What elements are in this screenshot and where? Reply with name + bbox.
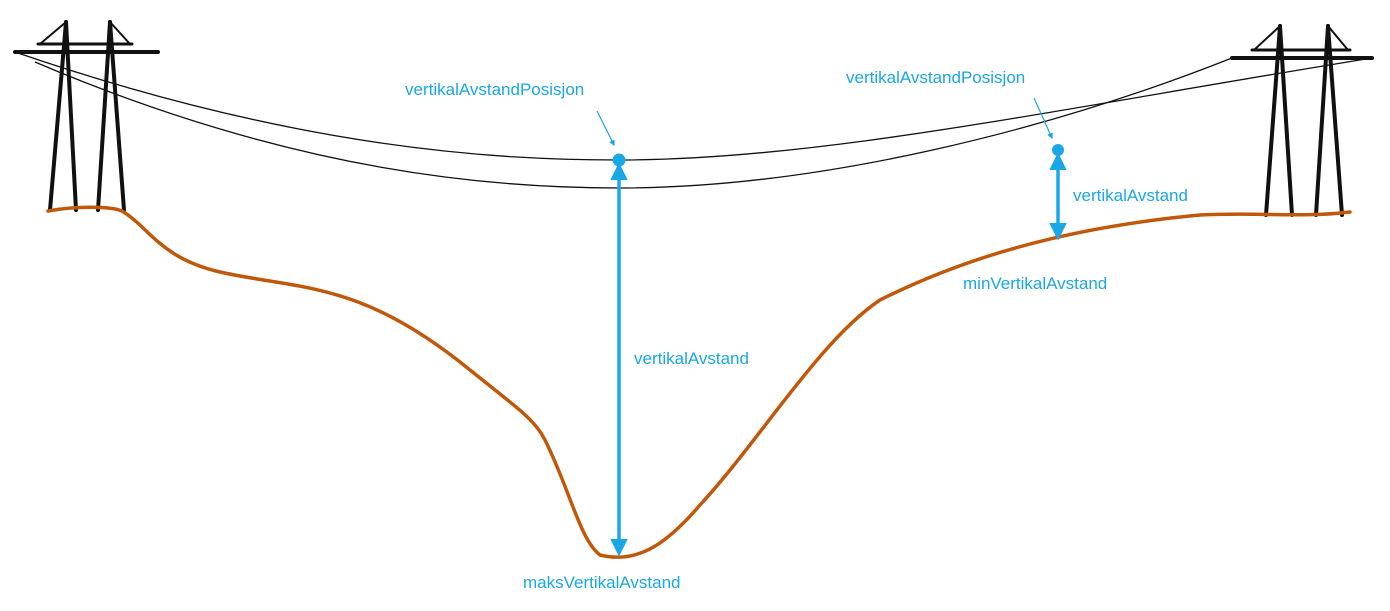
left-pylon bbox=[13, 20, 160, 212]
pointer-arrow-left bbox=[596, 110, 615, 147]
measurement-point-right bbox=[1052, 144, 1064, 156]
conductor-upper bbox=[14, 51, 1373, 161]
measurement-point-left bbox=[612, 153, 626, 167]
label-max-distance: maksVertikalAvstand bbox=[523, 573, 680, 592]
label-min-distance: minVertikalAvstand bbox=[963, 274, 1107, 293]
label-distance-left: vertikalAvstand bbox=[634, 349, 749, 368]
label-distance-right: vertikalAvstand bbox=[1073, 186, 1188, 205]
right-pylon bbox=[1230, 24, 1374, 217]
label-position-right: vertikalAvstandPosisjon bbox=[846, 68, 1025, 87]
pointer-arrow-right bbox=[1033, 97, 1053, 140]
conductor-lower bbox=[34, 57, 1233, 189]
terrain-profile bbox=[46, 205, 1352, 559]
label-position-left: vertikalAvstandPosisjon bbox=[405, 80, 584, 99]
